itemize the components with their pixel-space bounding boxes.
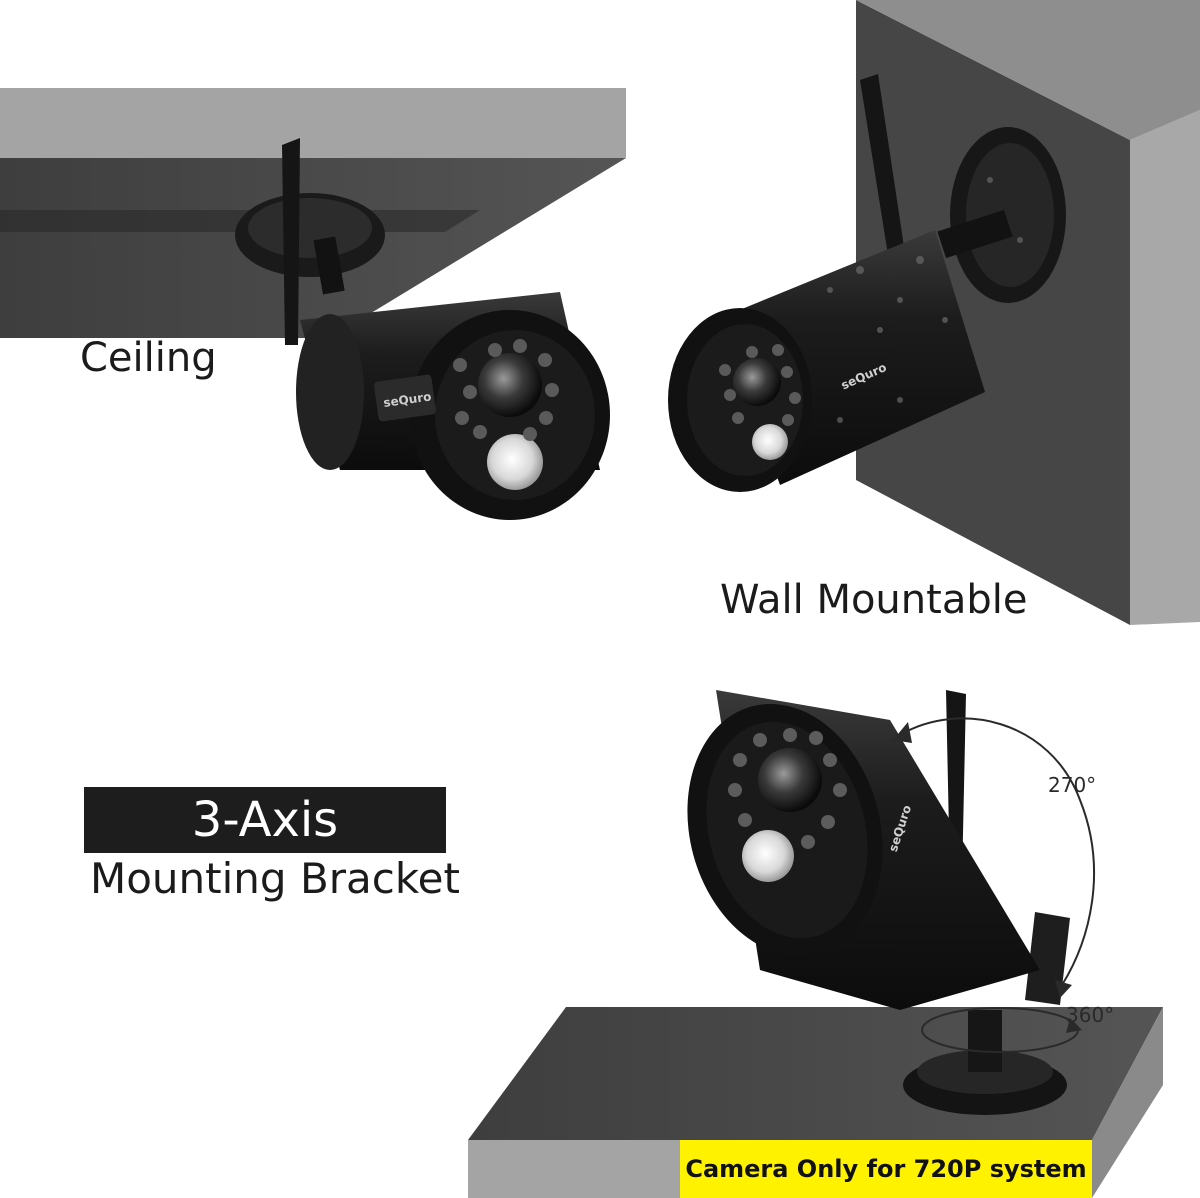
wall-mountable-label: Wall Mountable <box>720 577 1028 623</box>
rotation-270-label: 270° <box>1048 773 1097 797</box>
wall-surface <box>856 0 1200 625</box>
camera-brand-logo: seQuro <box>383 389 433 410</box>
rotation-360-label: 360° <box>1066 1003 1115 1027</box>
rotation-arrow-360 <box>921 1007 1082 1053</box>
ceiling-label: Ceiling <box>80 335 217 381</box>
ceiling-camera: seQuro <box>235 138 610 520</box>
camera-compatibility-note: Camera Only for 720P system <box>680 1140 1092 1198</box>
three-axis-title: 3-Axis <box>84 787 446 853</box>
wall-camera: seQuro <box>668 74 1066 492</box>
rotation-arrow-270 <box>893 717 1095 998</box>
mounting-bracket-label: Mounting Bracket <box>90 854 460 903</box>
bracket-camera: seQuro <box>687 690 1070 1115</box>
